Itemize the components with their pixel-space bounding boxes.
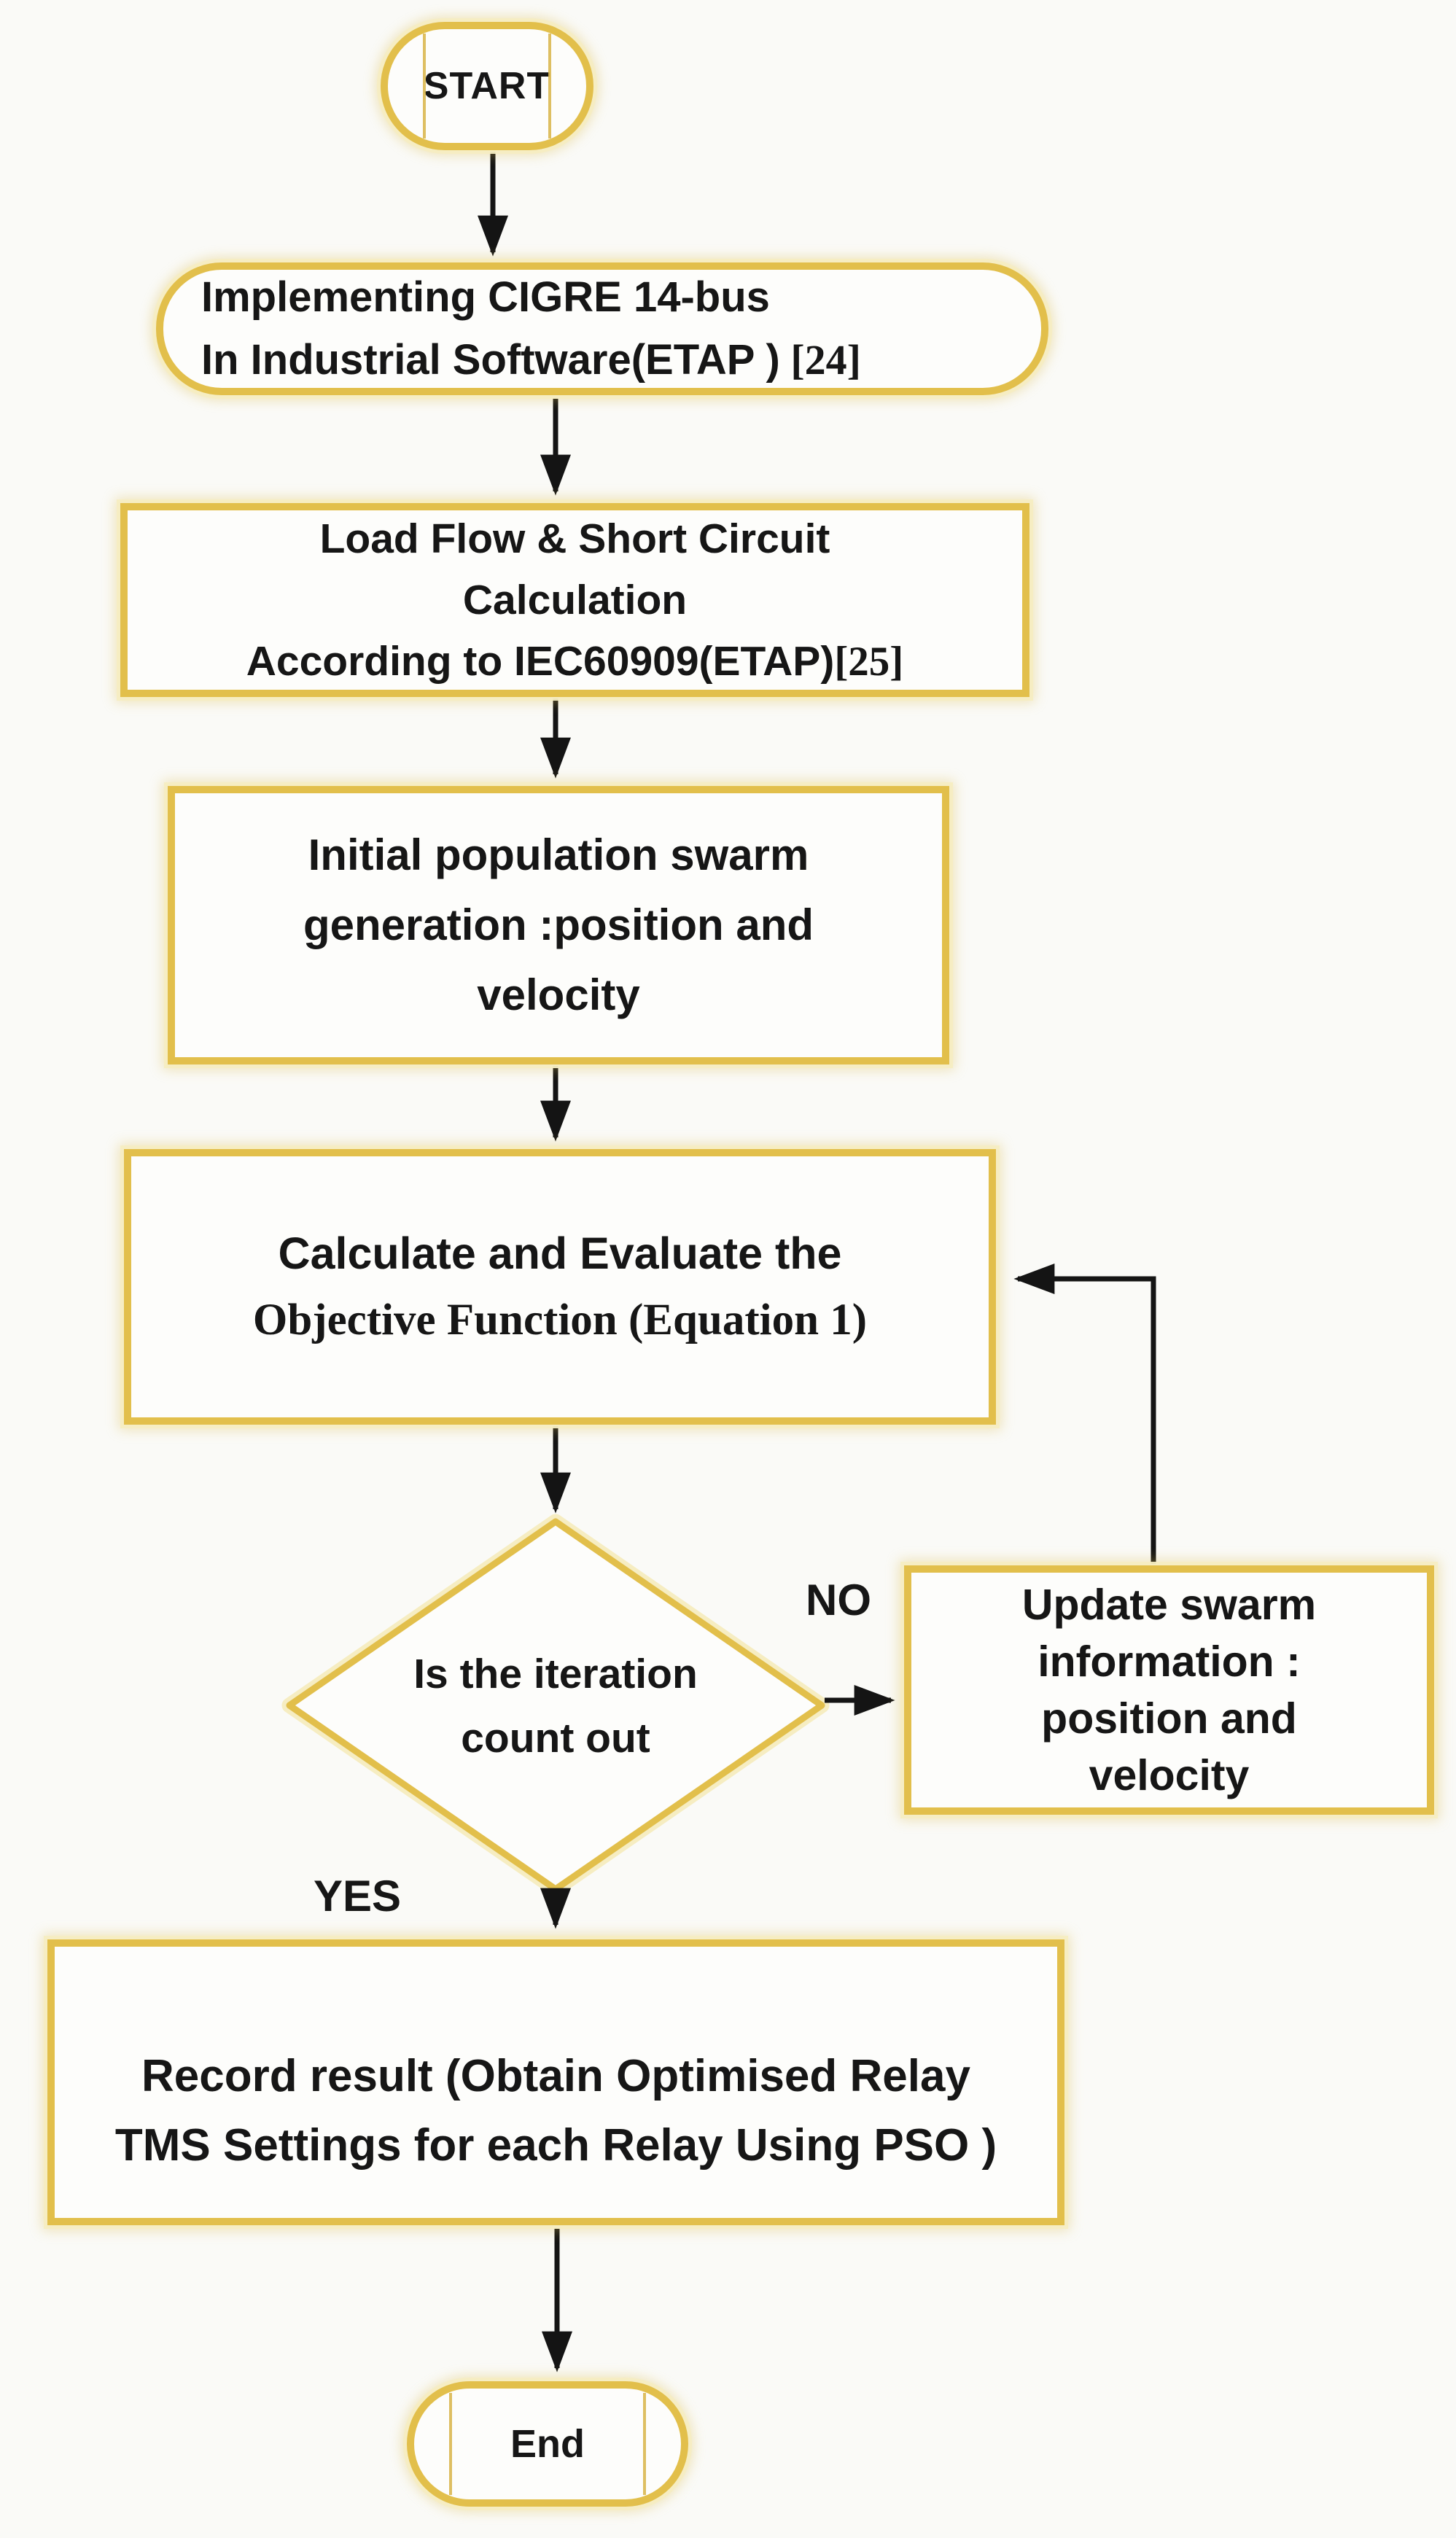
process-load-flow: Load Flow & Short Circuit Calculation Ac… — [120, 503, 1029, 697]
terminator-end: End — [407, 2381, 688, 2507]
branch-label-yes: YES — [313, 1872, 402, 1920]
text-line: velocity — [1089, 1751, 1250, 1799]
end-label: End — [510, 2422, 585, 2466]
text-line: Record result (Obtain Optimised Relay — [141, 2051, 970, 2101]
terminator-start: START — [381, 22, 593, 150]
text-segment: In Industrial Software(ETAP ) — [201, 336, 780, 384]
text-line: position and — [1041, 1694, 1297, 1743]
text-line: Implementing CIGRE 14-bus — [201, 273, 770, 321]
start-label: START — [423, 65, 551, 107]
process-update-swarm: Update swarm information : position and … — [904, 1565, 1434, 1815]
terminator-side-line — [449, 2393, 452, 2495]
text-line: velocity — [477, 970, 640, 1019]
branch-label-no: NO — [806, 1576, 871, 1624]
terminator-side-line — [548, 34, 551, 139]
text-line: Objective Function (Equation 1) — [252, 1296, 868, 1344]
citation-ref: [25] — [834, 638, 904, 685]
text-line: Calculation — [462, 576, 688, 623]
text-line: count out — [461, 1715, 650, 1762]
text-line: Update swarm — [1021, 1581, 1317, 1629]
text-line: Initial population swarm — [308, 830, 809, 879]
text-segment: According to IEC60909(ETAP) — [246, 637, 835, 685]
process-objective-function: Calculate and Evaluate the Objective Fun… — [124, 1149, 996, 1425]
text-line: Calculate and Evaluate the — [278, 1229, 842, 1278]
text-line: Load Flow & Short Circuit — [319, 515, 830, 562]
terminator-side-line — [423, 34, 426, 139]
text-line: In Industrial Software(ETAP ) [24] — [201, 329, 1041, 392]
decision-iteration-count: Is the iteration count out — [365, 1642, 747, 1770]
process-initial-population: Initial population swarm generation :pos… — [168, 786, 949, 1064]
edge-update-feedback-to-objective — [1013, 1264, 1156, 1564]
text-line: According to IEC60909(ETAP)[25] — [128, 631, 1022, 693]
citation-ref: [24] — [779, 336, 861, 384]
text-line: TMS Settings for each Relay Using PSO ) — [114, 2120, 997, 2171]
text-line: Is the iteration — [413, 1651, 698, 1697]
terminator-side-line — [643, 2393, 646, 2495]
text-line: information : — [1038, 1638, 1301, 1686]
text-line: generation :position and — [303, 900, 814, 949]
process-implement-cigre: Implementing CIGRE 14-bus In Industrial … — [156, 262, 1048, 395]
process-record-result: Record result (Obtain Optimised Relay TM… — [47, 1939, 1064, 2225]
